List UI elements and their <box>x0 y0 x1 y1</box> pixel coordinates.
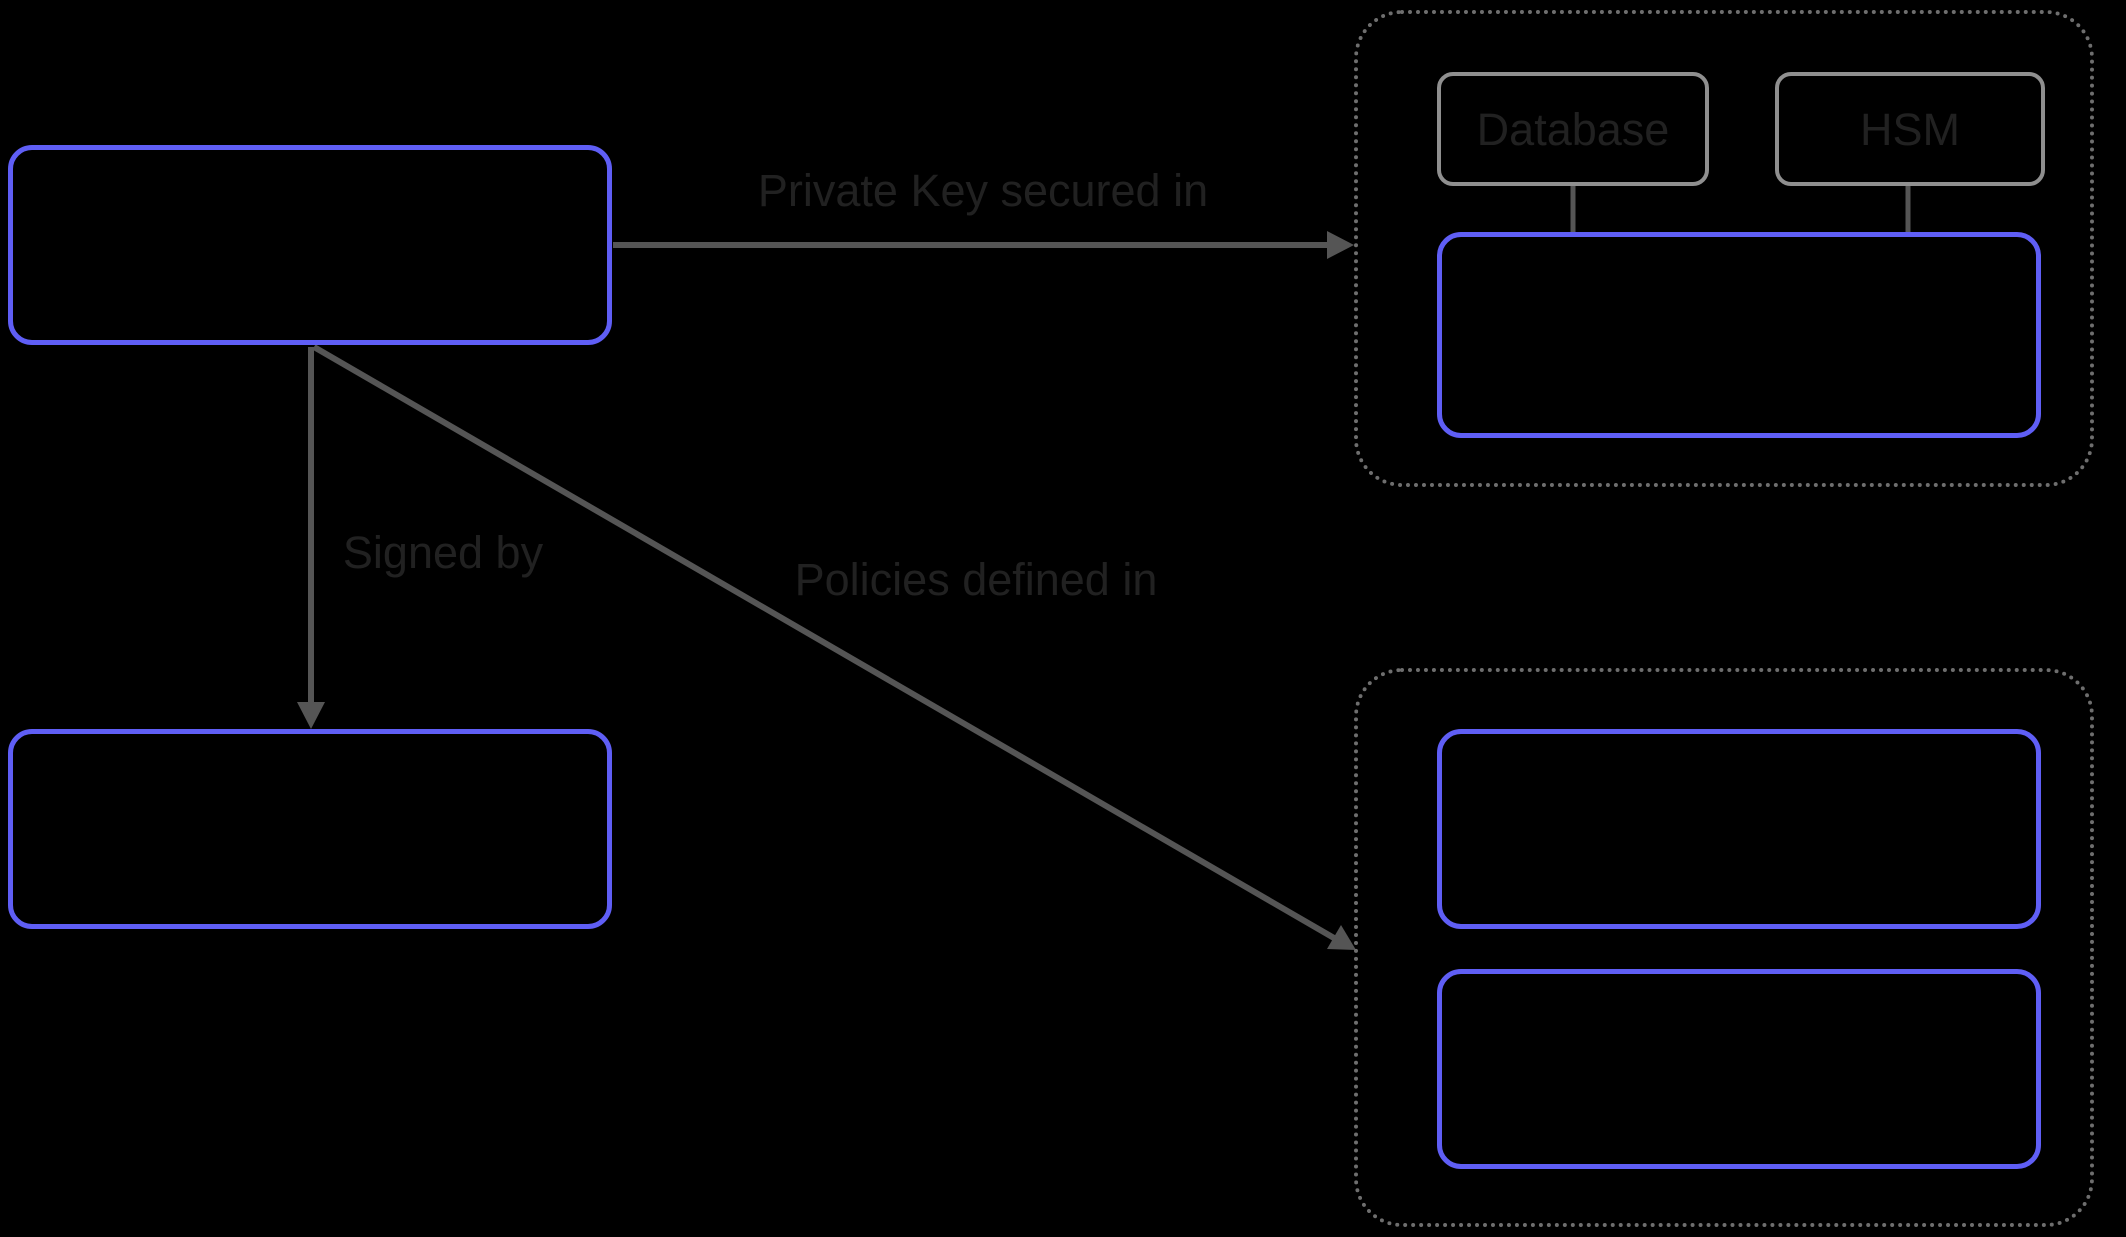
edge-label-policies-defined-in: Policies defined in <box>794 554 1158 605</box>
node-database-label: Database <box>1476 103 1670 155</box>
arrowhead-down-icon <box>297 702 325 729</box>
node-database: Database <box>1437 72 1709 186</box>
node-hsm: HSM <box>1775 72 2045 186</box>
edge-label-private-key-secured-in: Private Key secured in <box>757 165 1209 216</box>
arrowhead-right-icon <box>1327 231 1354 259</box>
node-box-storage <box>1437 232 2041 438</box>
edge-label-signed-by: Signed by <box>342 527 544 578</box>
node-policy-box-2 <box>1437 969 2041 1169</box>
node-hsm-label: HSM <box>1860 103 1960 155</box>
arrowhead-diagonal-icon <box>1327 925 1356 950</box>
node-policy-box-1 <box>1437 729 2041 929</box>
node-box-top-left <box>8 145 612 345</box>
group-policies <box>1354 668 2094 1227</box>
group-key-storage <box>1354 10 2094 487</box>
node-box-bottom-left <box>8 729 612 929</box>
